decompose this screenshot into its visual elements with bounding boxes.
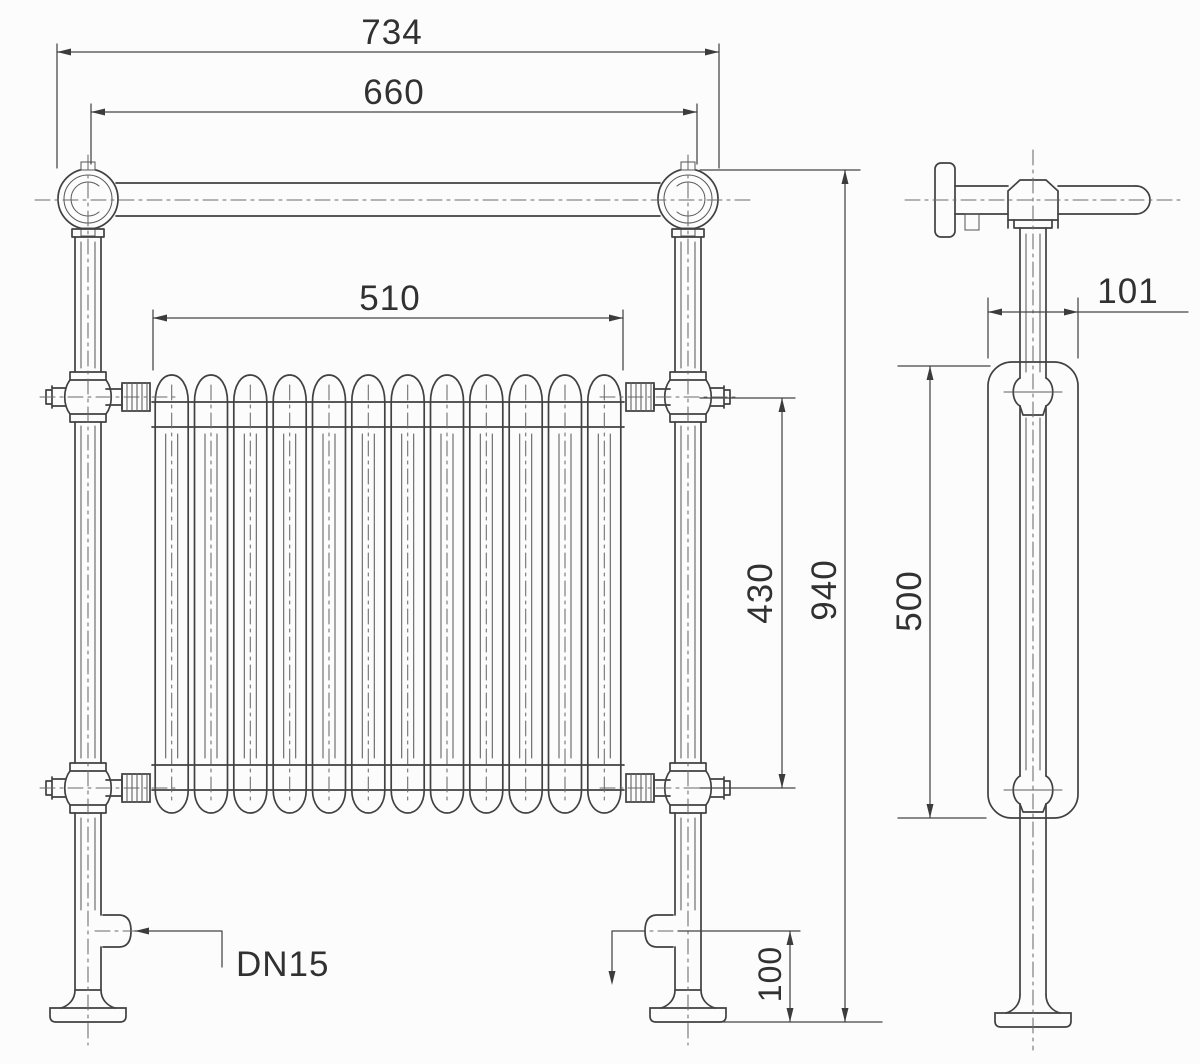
radiator-section — [429, 374, 465, 814]
dim-rail-width: 660 — [90, 73, 698, 165]
dim-overall-height-label: 940 — [805, 559, 844, 620]
radiator-section-inner — [243, 433, 257, 759]
side-view: 101 500 — [890, 149, 1189, 1051]
side-panel — [987, 361, 1079, 819]
radiator-section-inner — [283, 433, 297, 759]
radiator-section-inner — [440, 433, 454, 759]
radiator-section — [311, 374, 347, 814]
radiator-section — [154, 374, 190, 814]
side-bottom-ball-joint — [1003, 775, 1063, 813]
radiator-section — [468, 374, 504, 814]
radiator-section — [232, 374, 268, 814]
dim-radiator-width: 510 — [152, 279, 624, 371]
dim-overall-width-label: 734 — [361, 13, 422, 52]
dim-radiator-height-label: 430 — [741, 562, 780, 623]
dim-depth-label: 101 — [1097, 272, 1158, 311]
radiator-section-inner — [401, 433, 415, 759]
dim-inlet-height: 100 — [677, 930, 801, 1023]
radiator-section-inner — [597, 433, 611, 759]
radiator-section-inner — [558, 433, 572, 759]
radiator-section — [586, 374, 622, 814]
dim-rail-width-label: 660 — [363, 73, 424, 112]
dn15-label: DN15 — [236, 945, 329, 984]
dim-side-panel-height-label: 500 — [890, 570, 929, 631]
dim-overall-height: 940 — [699, 169, 883, 1023]
side-foot — [994, 994, 1072, 1028]
radiator-section — [272, 374, 308, 814]
radiator-section — [390, 374, 426, 814]
dim-side-panel-height: 500 — [890, 365, 991, 819]
radiator-section-paths — [154, 374, 622, 814]
dim-inlet-height-label: 100 — [752, 946, 788, 1002]
radiator-section-inner — [322, 433, 336, 759]
side-centerlines — [904, 149, 1186, 1051]
radiator-section-inner — [204, 433, 218, 759]
radiator-section — [547, 374, 583, 814]
radiator-core — [151, 374, 625, 814]
radiator-section-inner — [479, 433, 493, 759]
dim-radiator-width-label: 510 — [359, 279, 420, 318]
side-column — [1019, 227, 1047, 996]
dn15-callout: DN15 — [134, 927, 329, 984]
radiator-section — [350, 374, 386, 814]
radiator-section-inner — [361, 433, 375, 759]
radiator-section — [508, 374, 544, 814]
front-view: 734 660 510 430 — [34, 13, 883, 1046]
flow-direction-leader — [608, 930, 646, 985]
radiator-section-inner — [165, 433, 179, 759]
right-column — [671, 228, 705, 991]
dim-overall-width: 734 — [56, 13, 720, 169]
dim-depth: 101 — [987, 272, 1189, 359]
radiator-section-inner — [519, 433, 533, 759]
dim-radiator-height: 430 — [699, 397, 796, 789]
towel-rail — [115, 182, 661, 217]
left-column — [71, 228, 105, 991]
radiator-section — [193, 374, 229, 814]
